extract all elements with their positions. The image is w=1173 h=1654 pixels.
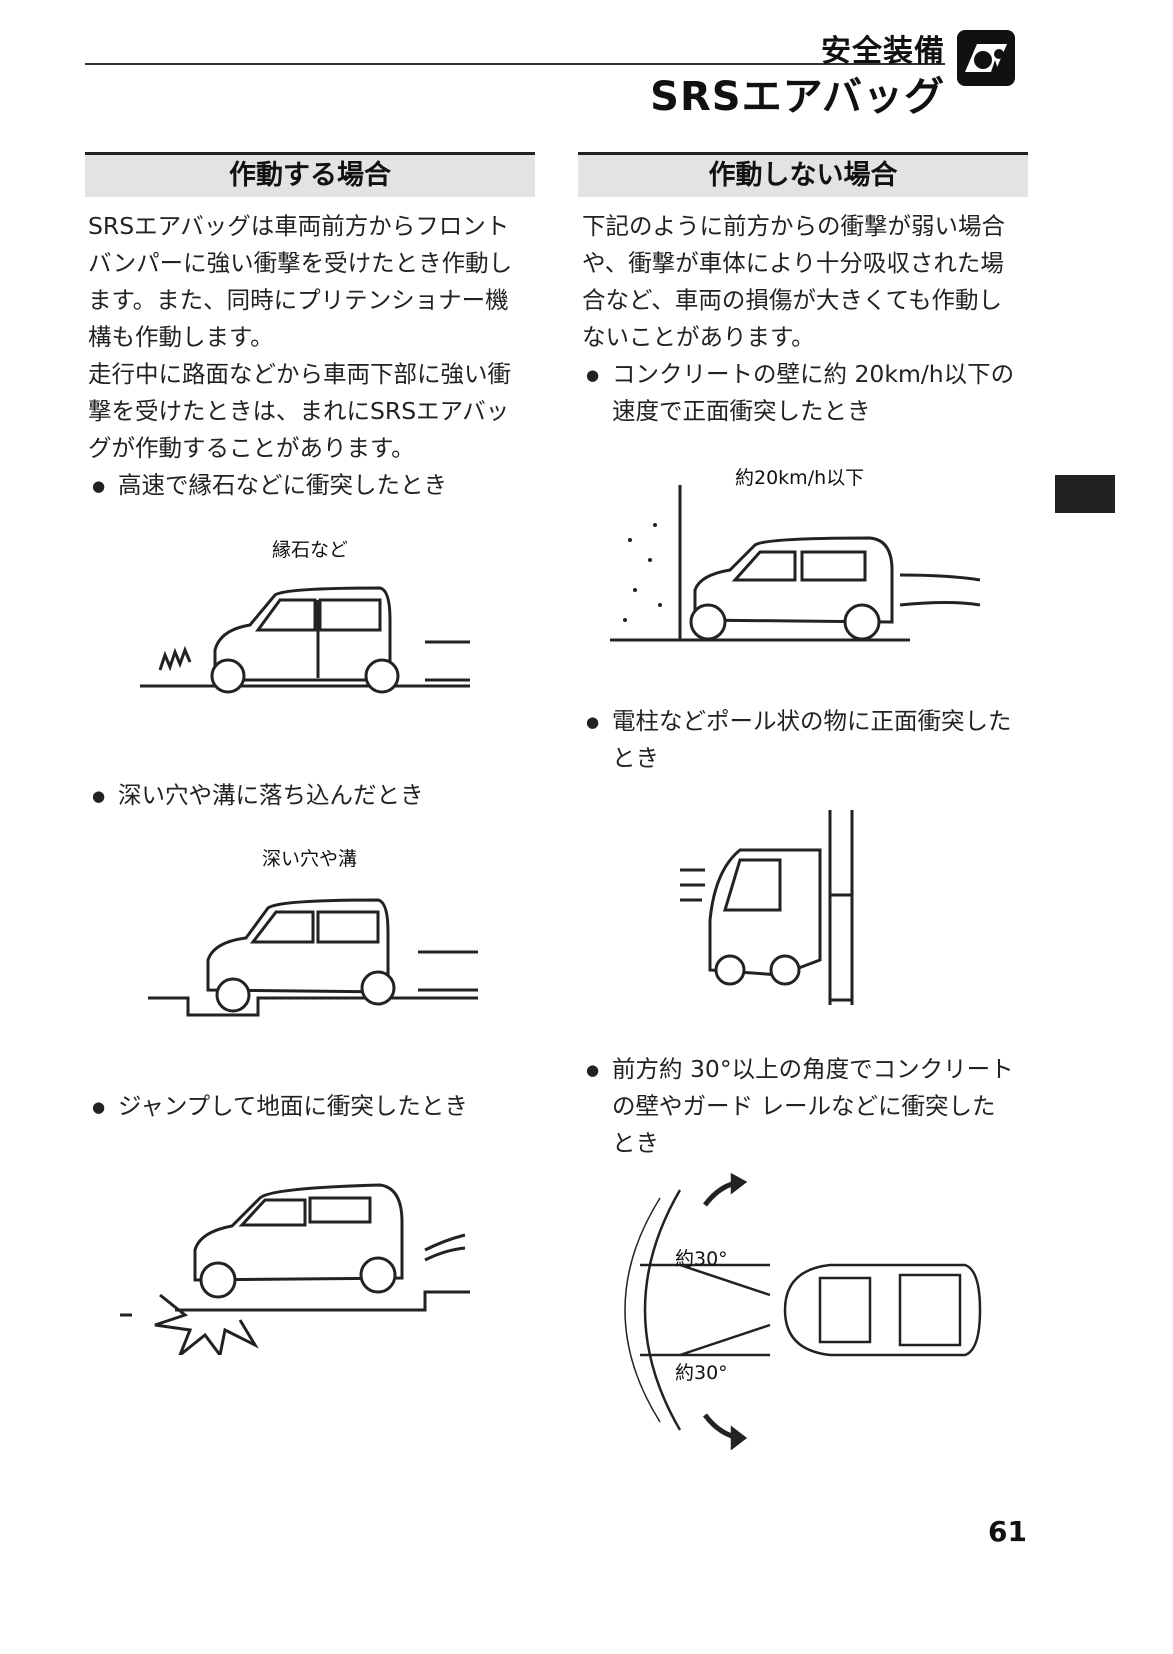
- label-ditch: 深い穴や溝: [262, 848, 358, 870]
- label-angle-top: 約30°: [675, 1248, 728, 1270]
- car-pole-illustration: [680, 810, 854, 1005]
- body-line: バンパーに強い衝撃を受けたとき作動し: [88, 249, 513, 277]
- airbag-occupant-icon: [957, 30, 1015, 86]
- header-rule: [85, 63, 945, 65]
- case-pole: 電柱などポール状の物に正面衝突した: [586, 703, 1011, 741]
- body-line: 構も作動します。: [88, 323, 274, 351]
- case-angled-cont2: とき: [612, 1129, 659, 1157]
- page-number: 61: [988, 1515, 1027, 1548]
- body-line: ます。また、同時にプリテンショナー機: [88, 286, 509, 314]
- case-jump: ジャンプして地面に衝突したとき: [92, 1088, 468, 1126]
- case-angled: 前方約 30°以上の角度でコンクリート: [586, 1051, 1014, 1089]
- body-line: 合など、車両の損傷が大きくても作動し: [582, 286, 1002, 314]
- case-wall-low-speed: コンクリートの壁に約 20km/h以下の: [586, 356, 1014, 394]
- section-category: 安全装備: [821, 34, 945, 69]
- body-line: グが作動することがあります。: [88, 434, 415, 462]
- case-angled-cont: の壁やガード レールなどに衝突した: [612, 1092, 996, 1120]
- body-line: や、衝撃が車体により十分吸収された場: [582, 249, 1004, 277]
- car-curb-illustration: [140, 586, 470, 694]
- body-line: 走行中に路面などから車両下部に強い衝: [88, 360, 511, 388]
- body-line: ないことがあります。: [582, 323, 815, 351]
- label-curb: 縁石など: [272, 539, 349, 561]
- case-wall-low-speed-cont: 速度で正面衝突したとき: [612, 397, 871, 425]
- chapter-tab: [1055, 475, 1115, 513]
- angle-diagram-illustration: [624, 1172, 982, 1450]
- body-line: SRSエアバッグは車両前方からフロント: [88, 212, 510, 240]
- label-speed: 約20km/h以下: [735, 467, 865, 489]
- car-ditch-illustration: [148, 898, 478, 1017]
- case-ditch: 深い穴や溝に落ち込んだとき: [92, 777, 423, 815]
- heading-not-activates: 作動しない場合: [578, 152, 1028, 197]
- body-line: 撃を受けたときは、まれにSRSエアバッ: [88, 397, 510, 425]
- car-wall-illustration: [610, 485, 981, 642]
- label-angle-bottom: 約30°: [675, 1362, 728, 1384]
- page-title: SRSエアバッグ: [650, 74, 945, 120]
- case-pole-cont: とき: [612, 744, 659, 772]
- body-line: 下記のように前方からの衝撃が弱い場合: [582, 212, 1005, 240]
- car-jump-illustration: [120, 1183, 470, 1355]
- heading-activates: 作動する場合: [85, 152, 535, 197]
- case-curb: 高速で縁石などに衝突したとき: [92, 467, 447, 505]
